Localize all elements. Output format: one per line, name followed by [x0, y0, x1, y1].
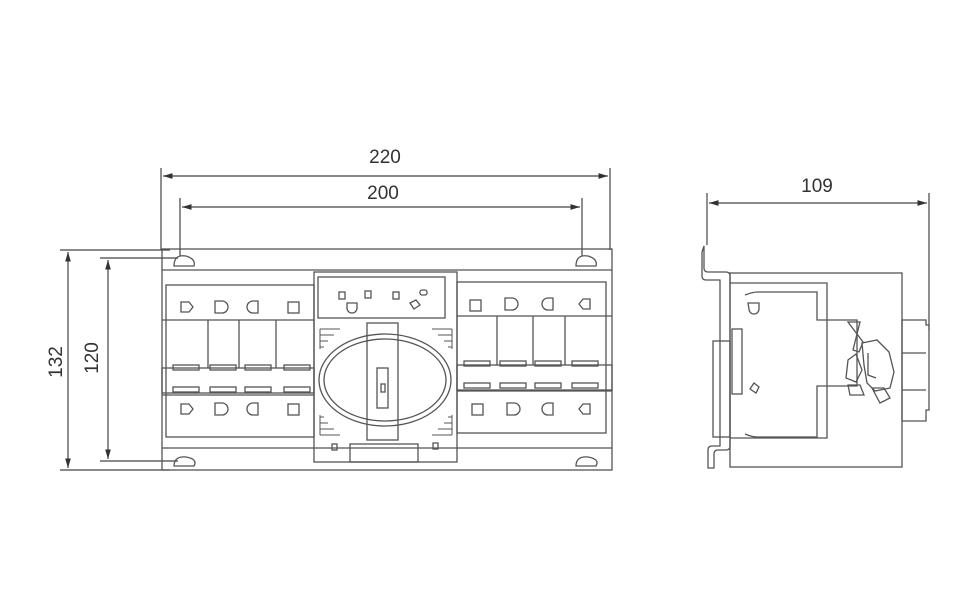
left-breaker	[161, 284, 315, 438]
dim-label-109: 109	[801, 176, 833, 197]
dim-label-200: 200	[367, 183, 399, 204]
front-view	[161, 248, 613, 471]
dimension-109: 109	[706, 176, 930, 330]
indicator-icon	[338, 289, 428, 314]
dimension-120: 120	[82, 257, 178, 462]
dim-label-120: 120	[82, 342, 103, 374]
terminal-icon	[180, 300, 300, 416]
switch-handle	[366, 322, 399, 441]
right-breaker	[456, 281, 613, 434]
dimension-200: 200	[179, 183, 583, 256]
dimension-132: 132	[46, 249, 170, 471]
rotary-dial	[318, 333, 452, 427]
mounting-hole-icon	[173, 255, 598, 467]
center-switch-module	[313, 271, 458, 463]
dimension-220: 220	[160, 147, 611, 250]
terminal-icon	[469, 297, 591, 416]
switch-mechanism	[845, 321, 895, 404]
side-view	[701, 245, 930, 469]
dim-label-220: 220	[369, 147, 401, 168]
dim-label-132: 132	[46, 346, 67, 378]
